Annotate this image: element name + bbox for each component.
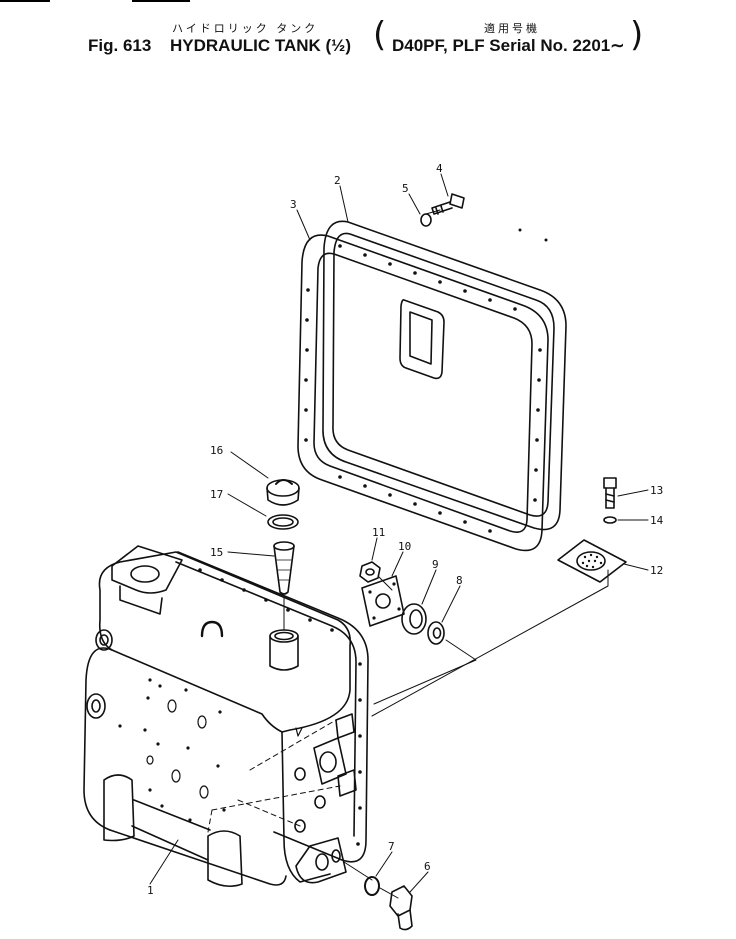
top-rule-left [0, 0, 50, 2]
applicability-text: D40PF, PLF Serial No. 2201∼ [392, 36, 625, 55]
part-nut-11 [359, 561, 381, 583]
callout-9: 9 [432, 558, 439, 571]
assembly-guide-lines [283, 209, 609, 899]
part-flange-10 [361, 575, 405, 627]
top-rule-right [132, 0, 190, 2]
part-drain-plug-6 [389, 885, 413, 931]
part-washer-14 [603, 516, 617, 524]
part-bolt-13 [603, 477, 617, 509]
callout-1: 1 [147, 884, 154, 897]
japanese-title: ハイドロリック タンク [172, 22, 319, 35]
japanese-applicability: 適用号機 [484, 22, 540, 35]
part-oring-7 [364, 876, 380, 896]
part-screen-plate [557, 539, 627, 583]
part-gasket [297, 228, 549, 552]
part-ring-8 [427, 621, 445, 645]
callout-15: 15 [210, 546, 223, 559]
part-filler-cap [266, 479, 300, 506]
callout-6: 6 [424, 860, 431, 873]
callout-3: 3 [290, 198, 297, 211]
callout-14: 14 [650, 514, 664, 527]
figure-title: HYDRAULIC TANK (½) [170, 36, 352, 55]
part-washer-5 [420, 213, 432, 227]
callout-2: 2 [334, 174, 341, 187]
callout-12: 12 [650, 564, 663, 577]
callout-10: 10 [398, 540, 411, 553]
part-seal-17 [267, 514, 299, 530]
callout-7: 7 [388, 840, 395, 853]
part-cover-plate [322, 220, 567, 531]
callout-17: 17 [210, 488, 223, 501]
callout-8: 8 [456, 574, 463, 587]
callout-4: 4 [436, 162, 443, 175]
figure-number: Fig. 613 [88, 36, 152, 55]
gasket-bolt-holes [304, 228, 548, 533]
callout-16: 16 [210, 444, 223, 457]
part-bushing-9 [401, 603, 427, 635]
callout-labels: 1 2 3 4 5 6 7 8 9 10 11 12 13 14 15 16 1… [147, 162, 664, 897]
callout-leaders [149, 173, 649, 893]
open-parenthesis: ( [373, 15, 387, 55]
callout-11: 11 [372, 526, 385, 539]
callout-5: 5 [402, 182, 409, 195]
close-parenthesis: ) [630, 15, 644, 55]
callout-13: 13 [650, 484, 663, 497]
figure-header: ハイドロリック タンク 適用号機 Fig. 613 HYDRAULIC TANK… [0, 0, 736, 70]
part-strainer [273, 541, 295, 595]
part-tank-body [83, 545, 369, 888]
